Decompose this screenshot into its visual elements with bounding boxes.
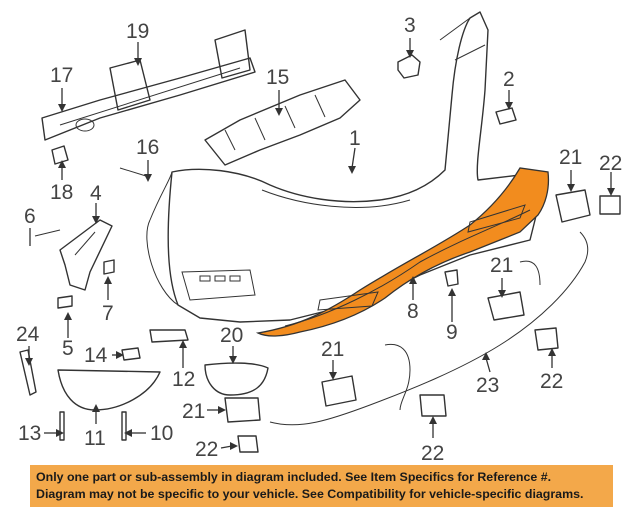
wire-harness-part: [269, 231, 589, 426]
callout-3: 3: [404, 14, 416, 37]
disclaimer-banner: Only one part or sub-assembly in diagram…: [30, 465, 613, 507]
callout-7: 7: [102, 302, 114, 325]
callout-18: 18: [50, 181, 73, 204]
callout-10: 10: [150, 422, 173, 445]
energy-absorber-part: [204, 79, 361, 166]
callout-13: 13: [18, 422, 41, 445]
callout-16: 16: [136, 136, 159, 159]
callout-6: 6: [24, 205, 36, 228]
callout-20: 20: [220, 324, 243, 347]
side-bracket-part: [59, 219, 113, 291]
callout-5: 5: [62, 337, 74, 360]
callout-8: 8: [407, 300, 419, 323]
callout-17: 17: [50, 64, 73, 87]
callout-21-d: 21: [182, 400, 205, 423]
callout-4: 4: [90, 182, 102, 205]
callout-14: 14: [84, 344, 108, 367]
fastener-parts: [34, 54, 517, 441]
callout-19: 19: [126, 20, 149, 43]
disclaimer-line-1: Only one part or sub-assembly in diagram…: [36, 470, 552, 484]
callout-24: 24: [16, 323, 40, 346]
callout-22-c: 22: [421, 442, 444, 465]
callout-21-a: 21: [559, 146, 582, 169]
callout-21-b: 21: [490, 254, 513, 277]
leader-lines: [25, 38, 615, 450]
parking-sensor-parts: [224, 189, 621, 453]
callout-22-d: 22: [195, 438, 218, 461]
callout-21-c: 21: [321, 338, 344, 361]
callout-2: 2: [503, 68, 515, 91]
callout-22-b: 22: [540, 370, 563, 393]
callout-9: 9: [446, 321, 458, 344]
lower-valance-part-highlighted: [255, 167, 550, 337]
callout-23: 23: [476, 374, 499, 397]
callout-12: 12: [172, 368, 195, 391]
callout-1: 1: [349, 127, 361, 150]
callout-15: 15: [266, 66, 289, 89]
bumper-reinforcement-part: [41, 29, 256, 141]
callout-11: 11: [84, 427, 106, 450]
callout-22-a: 22: [599, 152, 622, 175]
callout-labels: 1 2 3 4 5 6 7 8 9 10 11 12 13 14 15 16 1…: [16, 14, 622, 465]
disclaimer-line-2: Diagram may not be specific to your vehi…: [36, 487, 584, 501]
bumper-cover-part: [146, 11, 541, 323]
